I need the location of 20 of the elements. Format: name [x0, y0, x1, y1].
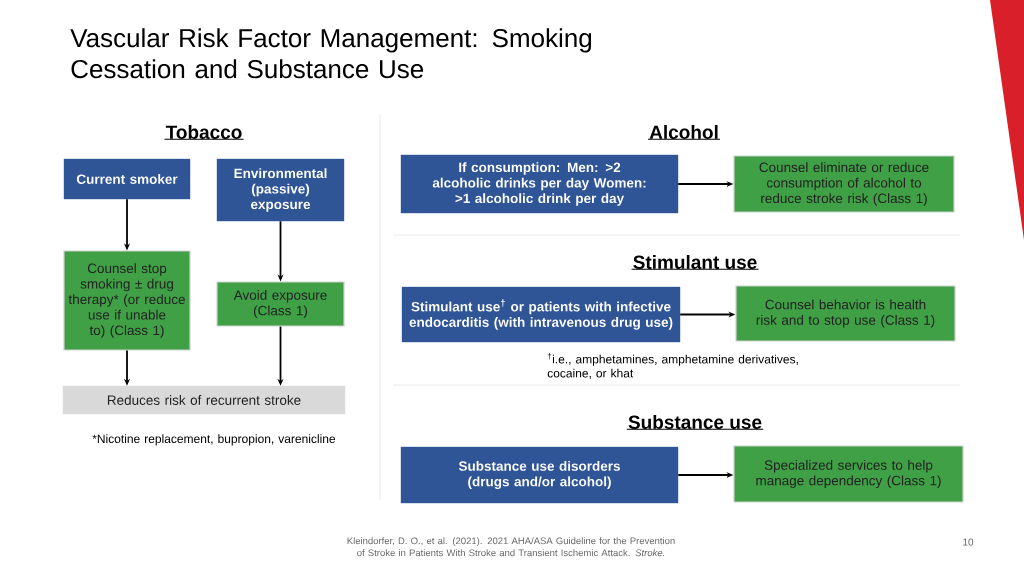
section-heading: Alcohol: [647, 125, 721, 140]
citation: Kleindorfer, D. O., et al. (2021). 2021 AHA/ASA Guideline for the Prevention of Stroke in Patients With Stroke and Transient Ischemic Attack. Stroke.: [347, 537, 675, 557]
recommendation-box: Avoid exposure (Class 1): [216, 281, 345, 327]
page-number: 10: [963, 538, 974, 546]
recommendation-box: Counsel stop smoking ± drug therapy* (or reduce use if unable to) (Class 1): [63, 250, 191, 351]
recommendation-box: Counsel behavior is health risk and to stop use (Class 1): [735, 285, 956, 342]
footnote: $^{†}$i.e., amphetamines, amphetamine derivatives, cocaine, or khat: [547, 353, 798, 379]
recommendation-box: Specialized services to help manage dependency (Class 1): [733, 445, 964, 503]
process-box: Stimulant use$^{†}$ or patients with infective endocarditis (with intravenous drug use): [401, 286, 681, 343]
recommendation-box: Counsel eliminate or reduce consumption of alcohol to reduce stroke risk (Class 1): [733, 155, 955, 213]
process-box: Current smoker: [63, 158, 191, 200]
process-box: Environmental (passive) exposure: [216, 158, 345, 222]
outcome-box: Reduces risk of recurrent stroke: [62, 385, 346, 415]
section-heading: Substance use: [626, 415, 764, 430]
footnote: *Nicotine replacement, bupropion, varenicline: [92, 434, 336, 446]
section-heading: Stimulant use: [631, 255, 759, 270]
process-box: Substance use disorders (drugs and/or alcohol): [400, 446, 679, 504]
section-heading: Tobacco: [163, 125, 245, 140]
slide-title: Vascular Risk Factor Management: Smoking Cessation and Substance Use: [70, 28, 592, 79]
process-box: If consumption: Men: >2 alcoholic drinks per day Women: >1 alcoholic drink per day: [400, 154, 679, 214]
